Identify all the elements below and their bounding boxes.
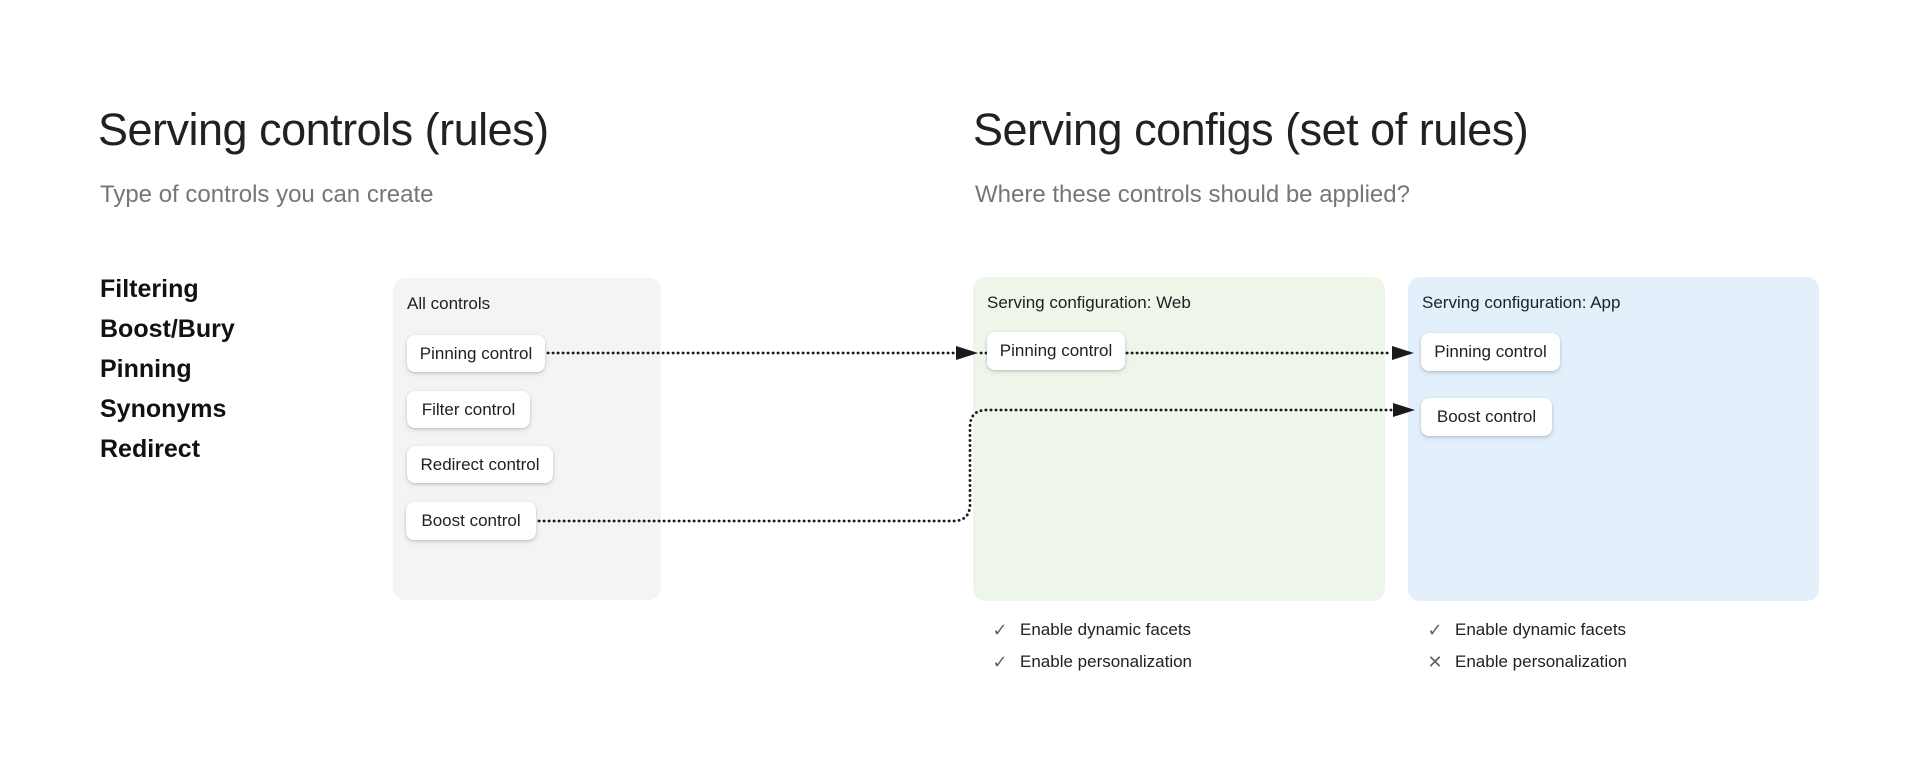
- all-filter-control-chip[interactable]: Filter control: [407, 391, 530, 428]
- app-config-card-label: Serving configuration: App: [1422, 293, 1621, 312]
- check-icon: ✓: [992, 652, 1008, 672]
- feature-row: ✓ Enable personalization: [991, 652, 1192, 672]
- control-type-pinning: Pinning: [100, 355, 192, 383]
- left-section-subtitle: Type of controls you can create: [100, 181, 434, 208]
- control-type-list: Filtering Boost/Bury Pinning Synonyms Re…: [100, 274, 235, 474]
- app-pinning-control-chip[interactable]: Pinning control: [1421, 333, 1560, 371]
- check-icon: ✓: [992, 620, 1008, 640]
- feature-row: ✓ Enable dynamic facets: [1426, 620, 1627, 640]
- control-type-redirect: Redirect: [100, 435, 201, 463]
- feature-name: Enable dynamic facets: [1455, 620, 1627, 639]
- right-section-title: Serving configs (set of rules): [973, 104, 1529, 155]
- app-feature-list: ✓ Enable dynamic facets ✕ Enable persona…: [1426, 620, 1627, 672]
- app-boost-control-chip[interactable]: Boost control: [1421, 398, 1552, 436]
- web-pinning-control-chip[interactable]: Pinning control: [987, 332, 1125, 370]
- all-boost-control-chip[interactable]: Boost control: [406, 502, 536, 540]
- feature-name: Enable dynamic facets: [1020, 620, 1192, 639]
- cross-icon: ✕: [1427, 652, 1443, 672]
- web-feature-list: ✓ Enable dynamic facets ✓ Enable persona…: [991, 620, 1192, 672]
- all-controls-card-label: All controls: [407, 294, 491, 313]
- all-controls-card: All controls: [393, 278, 661, 600]
- right-section-subtitle: Where these controls should be applied?: [975, 181, 1410, 208]
- all-pinning-control-chip[interactable]: Pinning control: [407, 335, 545, 372]
- control-type-synonyms: Synonyms: [100, 395, 227, 423]
- left-section-title: Serving controls (rules): [98, 104, 549, 155]
- control-type-boost-bury: Boost/Bury: [100, 315, 235, 343]
- feature-row: ✕ Enable personalization: [1426, 652, 1627, 672]
- feature-name: Enable personalization: [1020, 652, 1193, 671]
- feature-row: ✓ Enable dynamic facets: [991, 620, 1192, 640]
- all-redirect-control-chip[interactable]: Redirect control: [407, 446, 553, 483]
- feature-name: Enable personalization: [1455, 652, 1628, 671]
- app-config-card: Serving configuration: App: [1408, 277, 1819, 601]
- check-icon: ✓: [1427, 620, 1443, 640]
- web-config-card-label: Serving configuration: Web: [987, 293, 1191, 312]
- control-type-filtering: Filtering: [100, 275, 199, 303]
- web-config-card: Serving configuration: Web: [973, 277, 1385, 601]
